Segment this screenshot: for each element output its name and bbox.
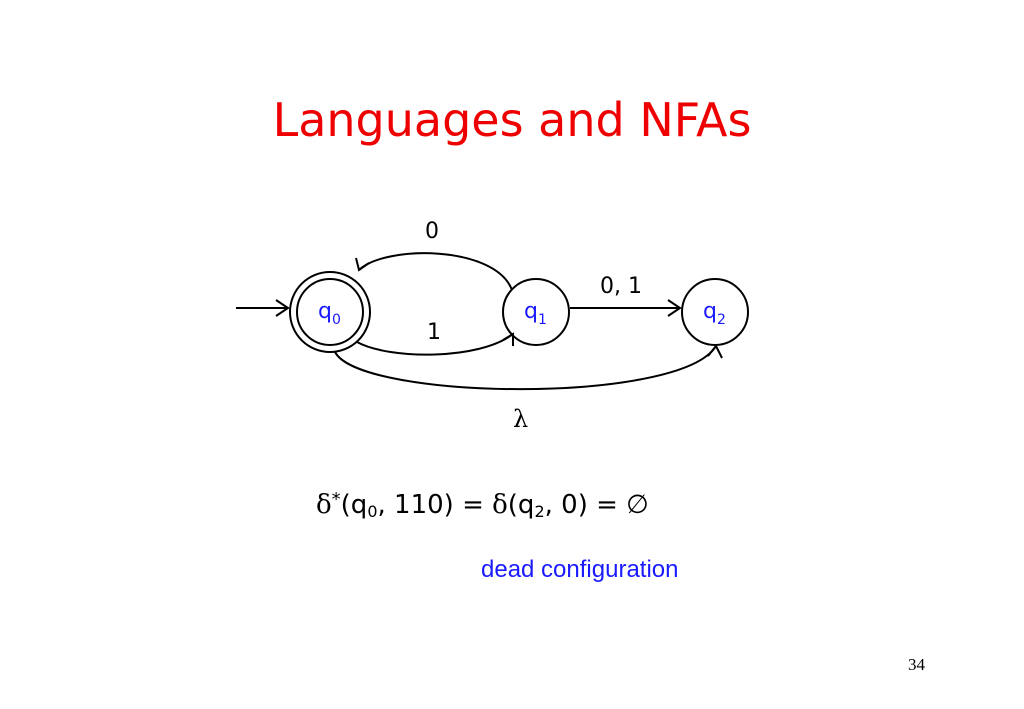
state-q2-label: q2: [703, 299, 726, 328]
edge-q1-q0: [355, 252, 513, 291]
edge-q1-q2: [570, 299, 682, 317]
start-arrow: [236, 299, 290, 317]
state-q2: [681, 278, 749, 346]
state-q0: [289, 271, 371, 353]
state-q1-label: q1: [524, 299, 547, 328]
edge-q0-q1: [356, 332, 514, 356]
edge-label-q0-q1: 1: [427, 320, 441, 345]
page-number: 34: [908, 655, 925, 674]
state-q1: [502, 278, 570, 346]
edge-label-q1-q2: 0, 1: [600, 274, 642, 299]
delta-symbol-2: δ: [492, 490, 508, 520]
edge-label-q1-q0: 0: [425, 219, 439, 244]
slide-title: Languages and NFAs: [272, 93, 752, 147]
star-symbol: *: [331, 489, 341, 510]
edge-label-q0-q2: λ: [513, 405, 528, 433]
delta-symbol: δ: [316, 490, 332, 520]
edge-q0-q2: [334, 344, 723, 391]
state-q0-label: q0: [318, 299, 341, 328]
extended-transition-formula: δ*(q0, 110) = δ(q2, 0) = ∅: [316, 489, 649, 521]
dead-configuration-note: dead configuration: [481, 556, 679, 583]
empty-set-symbol: ∅: [626, 490, 649, 520]
